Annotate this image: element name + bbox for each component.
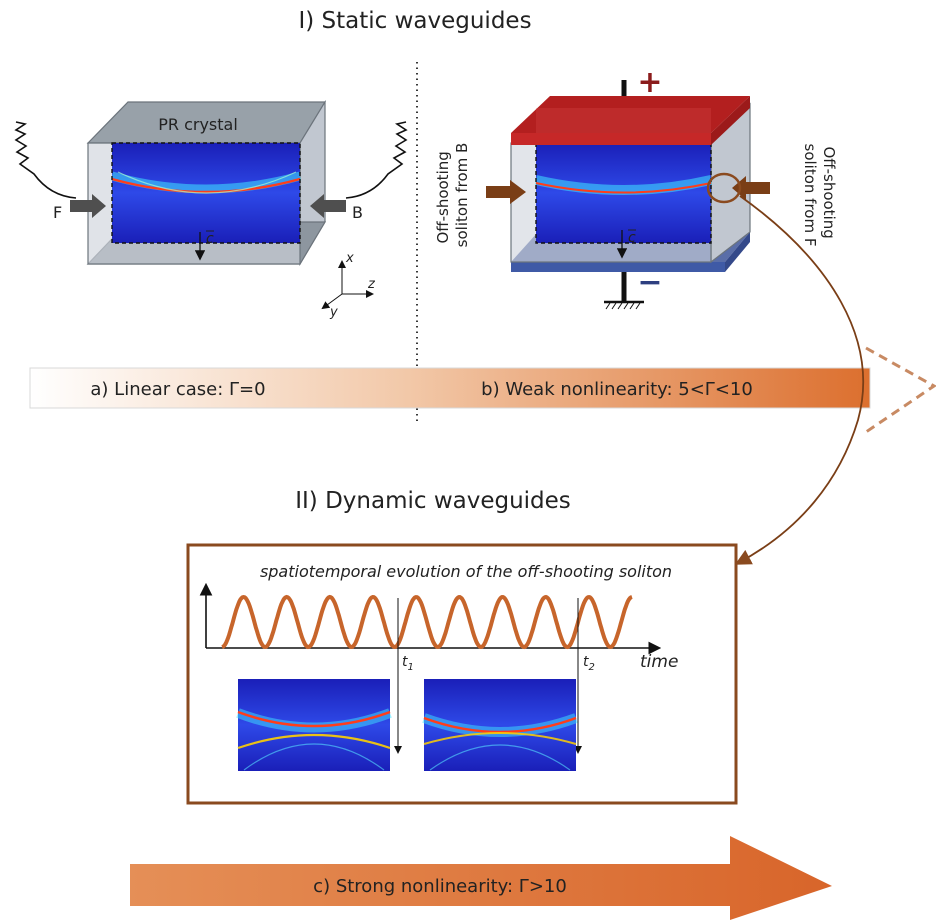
- label-back-input: B: [352, 203, 363, 222]
- label-offshoot-f-line2: soliton from F: [801, 144, 819, 247]
- dynamic-box-title: spatiotemporal evolution of the off-shoo…: [260, 562, 672, 581]
- arrow-front-input: [70, 194, 106, 218]
- label-offshoot-b-line1: Off-shooting: [434, 151, 452, 243]
- t1-label: t1: [402, 654, 414, 673]
- label-offshoot-b-line2: soliton from B: [453, 143, 471, 248]
- top-plate-side: [711, 96, 750, 145]
- t2-subscript: 2: [589, 662, 595, 673]
- bar-label-linear: a) Linear case: Γ=0: [90, 379, 265, 400]
- crystal-2: + − c: [510, 65, 751, 310]
- top-plate-overlay: [536, 108, 711, 133]
- arrow-soliton-right: [732, 176, 770, 200]
- axis-y-line: [321, 293, 343, 310]
- top-plate-front: [511, 133, 711, 145]
- t1-letter: t: [402, 654, 408, 670]
- plus-sign: +: [637, 65, 662, 100]
- t2-letter: t: [583, 654, 589, 670]
- snapshot-t1-beam-c: [243, 743, 385, 771]
- snapshot-t1: [236, 679, 392, 771]
- crystal-1-field-frame: [111, 142, 301, 244]
- crystal-2-beam-glow: [534, 175, 713, 195]
- pulse-front: [14, 121, 77, 199]
- arrow-soliton-left: [486, 180, 526, 204]
- crystal-2-c-label: c: [628, 230, 636, 246]
- axis-y-label: y: [329, 305, 338, 320]
- bottom-plate-side: [725, 232, 750, 272]
- snapshot-t1-beam-b: [237, 733, 391, 750]
- bar-dashed-arrowhead: [865, 346, 936, 434]
- top-plate-top: [511, 96, 750, 133]
- snapshot-t1-beam-a: [237, 710, 391, 728]
- connector-curve: [734, 195, 864, 565]
- snapshot-t2-beam-b: [423, 732, 577, 745]
- axis-x-label: x: [345, 251, 354, 266]
- crystal-1: PR crystal c: [86, 99, 327, 267]
- crystal-1-beam-crossing: [117, 171, 297, 194]
- label-offshoot-f-line1: Off-shooting: [820, 146, 838, 238]
- time-axis-label: time: [640, 652, 678, 672]
- heading-static: I) Static waveguides: [298, 8, 531, 34]
- arrow-back-input: [310, 194, 346, 218]
- crystal-1-title: PR crystal: [158, 115, 238, 134]
- bar-strong-arrow: [130, 836, 832, 920]
- bar-linear-weak: [29, 367, 871, 409]
- snapshot-t2-beam-a: [423, 716, 577, 734]
- bottom-plate-front: [511, 262, 725, 272]
- crystal-1-beam: [111, 177, 301, 194]
- crystal-1-beam-glow: [110, 171, 302, 194]
- oscillation-wave: [221, 594, 633, 650]
- label-offshoot-f: Off-shooting soliton from F: [801, 144, 838, 247]
- snapshot-t2: [422, 679, 578, 771]
- axis-z-label: z: [367, 277, 376, 292]
- bar-label-weak: b) Weak nonlinearity: 5<Γ<10: [481, 379, 753, 400]
- ground-hatch: [605, 302, 641, 310]
- bar-label-strong: c) Strong nonlinearity: Γ>10: [313, 876, 567, 897]
- pulse-back: [345, 121, 408, 199]
- label-front-input: F: [53, 203, 62, 222]
- crystal-2-beam: [535, 182, 712, 194]
- t1-subscript: 1: [408, 662, 414, 673]
- snapshot-t2-beam-c: [429, 744, 571, 771]
- crystal-1-c-label: c: [206, 231, 214, 247]
- coordinate-axes: x z y: [321, 251, 376, 320]
- label-offshoot-b: Off-shooting soliton from B: [434, 143, 471, 248]
- highlight-circle: [706, 172, 742, 204]
- t2-label: t2: [583, 654, 595, 673]
- heading-dynamic: II) Dynamic waveguides: [295, 488, 571, 514]
